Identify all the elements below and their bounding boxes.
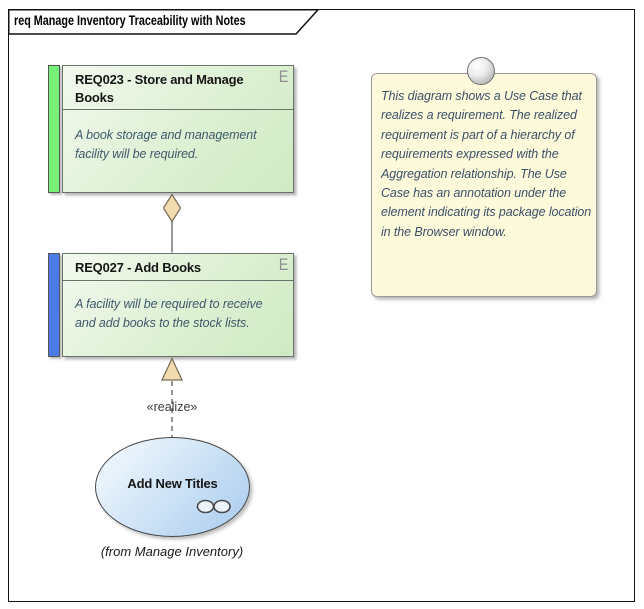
external-indicator-letter: E — [278, 67, 288, 86]
diagram-frame — [8, 9, 635, 602]
external-indicator-letter: E — [278, 255, 288, 274]
frame-tab — [8, 9, 320, 35]
realize-stereotype-label: «realize» — [146, 400, 198, 414]
status-bar-req023[interactable] — [48, 65, 60, 193]
requirement-header: REQ023 - Store and Manage Books E — [63, 66, 293, 111]
status-bar-req027[interactable] — [48, 253, 60, 357]
requirement-notes: A book storage and management facility w… — [75, 128, 257, 162]
note-text: This diagram shows a Use Case that reali… — [381, 89, 592, 239]
requirement-req023[interactable]: REQ023 - Store and Manage Books E A book… — [62, 65, 294, 193]
pin-sphere-icon — [467, 57, 495, 85]
note-element[interactable]: This diagram shows a Use Case that reali… — [371, 73, 597, 297]
requirement-notes: A facility will be required to receive a… — [75, 296, 263, 330]
requirement-title: REQ023 - Store and Manage Books — [75, 72, 244, 105]
usecase-add-new-titles[interactable]: Add New Titles — [95, 437, 250, 537]
requirement-req027[interactable]: REQ027 - Add Books E A facility will be … — [62, 253, 294, 357]
usecase-name: Add New Titles — [127, 476, 218, 491]
usecase-package-annotation: (from Manage Inventory) — [100, 544, 244, 559]
linked-rings-icon — [196, 499, 231, 514]
requirement-title: REQ027 - Add Books — [75, 260, 201, 275]
diagram-title: req Manage Inventory Traceability with N… — [14, 13, 246, 28]
requirement-header: REQ027 - Add Books E — [63, 254, 293, 281]
